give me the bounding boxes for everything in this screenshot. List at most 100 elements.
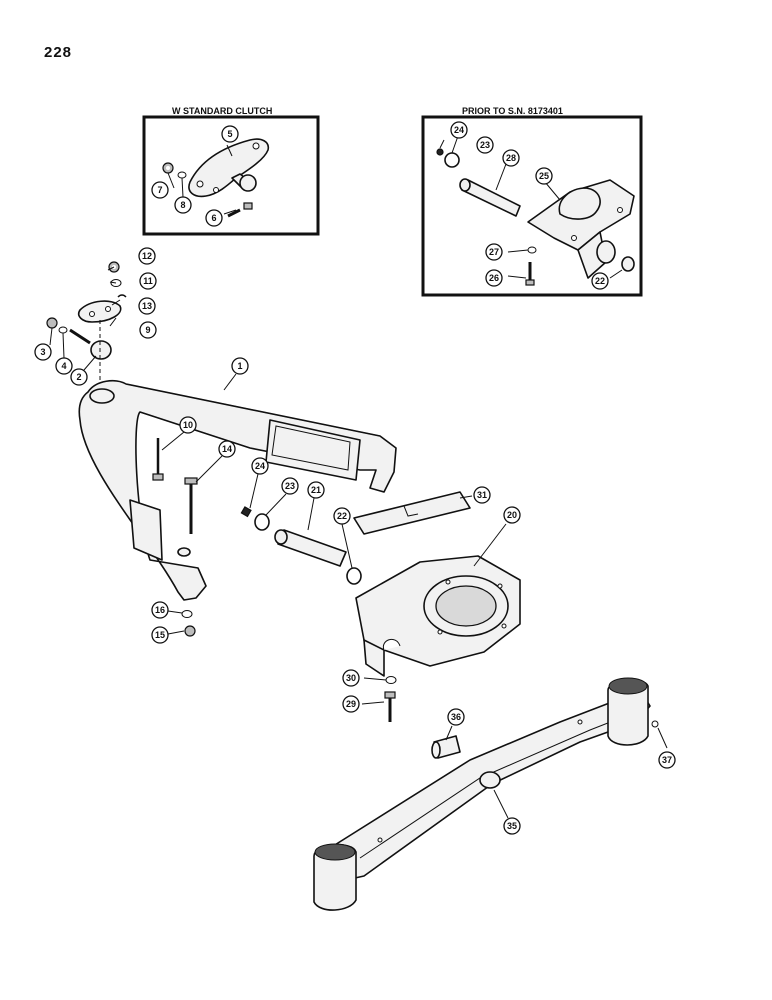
callout-11: 11 bbox=[139, 272, 157, 290]
svg-text:1: 1 bbox=[237, 361, 242, 371]
callout-22-inset: 22 bbox=[591, 272, 609, 290]
callout-23-inset: 23 bbox=[476, 136, 494, 154]
inset-bushing bbox=[621, 256, 635, 272]
callout-16: 16 bbox=[151, 601, 169, 619]
leader-lines bbox=[49, 135, 668, 819]
grease-fitting bbox=[651, 720, 659, 728]
bushing-ring bbox=[346, 567, 362, 585]
callout-37: 37 bbox=[658, 751, 676, 769]
bolt-long-10 bbox=[152, 438, 164, 481]
radius-rod bbox=[78, 379, 397, 601]
svg-text:24: 24 bbox=[454, 125, 464, 135]
callout-23: 23 bbox=[281, 477, 299, 495]
svg-text:16: 16 bbox=[155, 605, 165, 615]
pivot-pin bbox=[274, 529, 347, 567]
svg-text:14: 14 bbox=[222, 444, 232, 454]
svg-text:23: 23 bbox=[285, 481, 295, 491]
callout-36: 36 bbox=[447, 708, 465, 726]
svg-text:28: 28 bbox=[506, 153, 516, 163]
callout-30: 30 bbox=[342, 669, 360, 687]
front-axle bbox=[313, 677, 651, 911]
lower-nut bbox=[184, 625, 196, 637]
callout-24: 24 bbox=[251, 457, 269, 475]
callout-25: 25 bbox=[535, 167, 553, 185]
svg-text:25: 25 bbox=[539, 171, 549, 181]
support-lock-washer bbox=[385, 676, 397, 684]
callout-7: 7 bbox=[151, 181, 169, 199]
callout-6: 6 bbox=[205, 209, 223, 227]
callout-20: 20 bbox=[503, 506, 521, 524]
svg-text:3: 3 bbox=[40, 347, 45, 357]
svg-text:5: 5 bbox=[227, 129, 232, 139]
inset-frame-prior-serial bbox=[421, 115, 643, 297]
svg-text:35: 35 bbox=[507, 821, 517, 831]
cotter-pin bbox=[117, 294, 127, 298]
svg-text:20: 20 bbox=[507, 510, 517, 520]
svg-text:7: 7 bbox=[157, 185, 162, 195]
clutch-bracket bbox=[188, 138, 270, 198]
callout-13: 13 bbox=[138, 297, 156, 315]
front-support-casting bbox=[355, 555, 521, 677]
inset-pin bbox=[459, 178, 521, 217]
svg-text:4: 4 bbox=[61, 361, 66, 371]
svg-text:11: 11 bbox=[143, 276, 153, 286]
callout-15: 15 bbox=[151, 626, 169, 644]
bolt-long-14 bbox=[184, 477, 198, 534]
callout-3: 3 bbox=[34, 343, 52, 361]
svg-text:22: 22 bbox=[337, 511, 347, 521]
callout-14: 14 bbox=[218, 440, 236, 458]
svg-text:30: 30 bbox=[346, 673, 356, 683]
callout-29: 29 bbox=[342, 695, 360, 713]
callout-10: 10 bbox=[179, 416, 197, 434]
svg-text:29: 29 bbox=[346, 699, 356, 709]
svg-text:23: 23 bbox=[480, 140, 490, 150]
clutch-bolt bbox=[227, 202, 253, 218]
callout-31: 31 bbox=[473, 486, 491, 504]
svg-text:8: 8 bbox=[180, 200, 185, 210]
inset-frame-standard-clutch bbox=[142, 115, 320, 236]
svg-text:10: 10 bbox=[183, 420, 193, 430]
callout-1: 1 bbox=[231, 357, 249, 375]
inset-lock-washer bbox=[527, 246, 537, 254]
page-number: 228 bbox=[44, 44, 73, 61]
inset-title-prior-serial: PRIOR TO S.N. 8173401 bbox=[462, 106, 563, 116]
inset-cap-screw bbox=[525, 262, 535, 286]
clutch-washer bbox=[177, 171, 187, 179]
stud-nut bbox=[46, 317, 58, 329]
set-screw bbox=[240, 506, 252, 518]
callout-35: 35 bbox=[503, 817, 521, 835]
leader bbox=[226, 144, 233, 157]
ball-stud bbox=[69, 328, 112, 360]
stud-lock-washer bbox=[58, 326, 68, 334]
callout-12: 12 bbox=[138, 247, 156, 265]
inset-snap-ring bbox=[444, 152, 460, 168]
svg-text:2: 2 bbox=[76, 372, 81, 382]
callout-9: 9 bbox=[139, 321, 157, 339]
svg-text:9: 9 bbox=[145, 325, 150, 335]
callout-28: 28 bbox=[502, 149, 520, 167]
inset-bracket-casting bbox=[527, 179, 635, 279]
inset-set-screw bbox=[436, 148, 444, 156]
svg-text:27: 27 bbox=[489, 247, 499, 257]
svg-text:12: 12 bbox=[142, 251, 152, 261]
svg-text:15: 15 bbox=[155, 630, 165, 640]
inset-title-standard-clutch: W STANDARD CLUTCH bbox=[172, 106, 273, 116]
callout-22: 22 bbox=[333, 507, 351, 525]
shim bbox=[353, 491, 471, 535]
svg-text:37: 37 bbox=[662, 755, 672, 765]
callout-8: 8 bbox=[174, 196, 192, 214]
support-cap-screw bbox=[384, 691, 396, 722]
clutch-nut bbox=[162, 162, 174, 174]
snap-ring bbox=[254, 513, 270, 531]
lower-washer bbox=[181, 610, 193, 618]
axle-bushing bbox=[431, 735, 461, 759]
pivot-cap-plate bbox=[77, 300, 122, 323]
callout-2: 2 bbox=[70, 368, 88, 386]
svg-text:21: 21 bbox=[311, 485, 321, 495]
svg-text:26: 26 bbox=[489, 273, 499, 283]
svg-text:13: 13 bbox=[142, 301, 152, 311]
callout-5: 5 bbox=[221, 125, 239, 143]
callout-21: 21 bbox=[307, 481, 325, 499]
callout-4: 4 bbox=[55, 357, 73, 375]
